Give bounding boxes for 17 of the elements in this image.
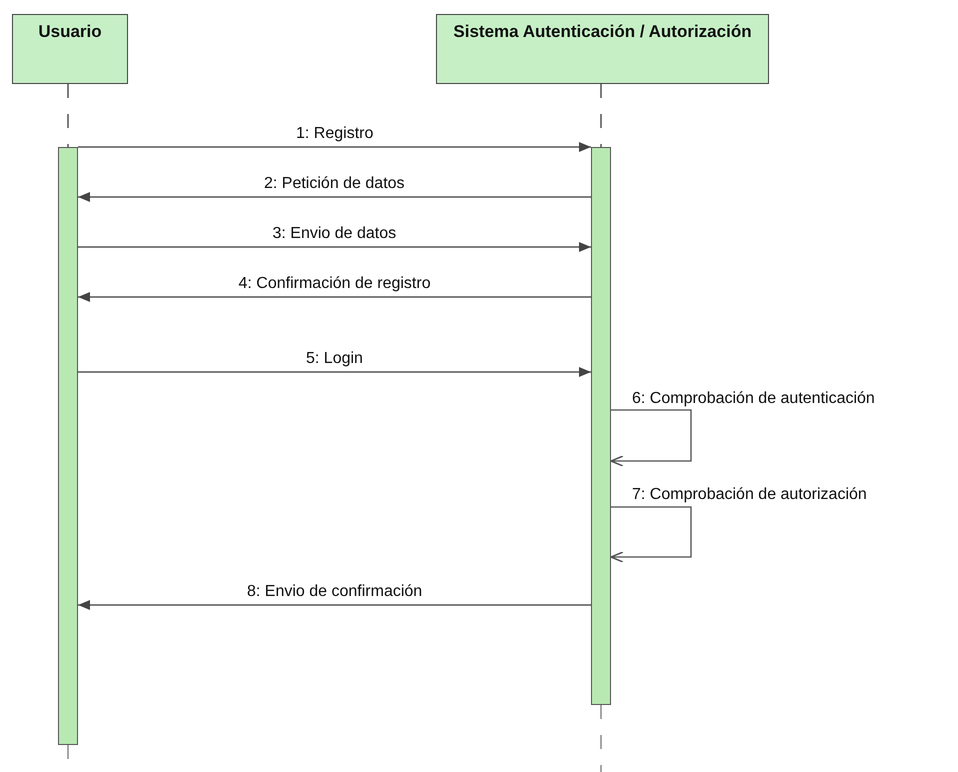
message-label: 1: Registro — [294, 125, 376, 143]
self-message-arrow — [610, 506, 692, 563]
message-arrow — [78, 142, 591, 152]
message-arrow — [78, 192, 591, 202]
activation-bar — [58, 147, 78, 745]
message-label: 7: Comprobación de autorización — [630, 486, 869, 504]
message-label: 5: Login — [304, 350, 365, 368]
lifeline-header: Sistema Autenticación / Autorización — [436, 14, 769, 84]
self-message-arrow — [610, 409, 692, 467]
message-arrow — [78, 292, 591, 302]
message-label: 6: Comprobación de autenticación — [630, 390, 877, 408]
message-arrow — [78, 242, 591, 252]
message-label: 4: Confirmación de registro — [236, 275, 433, 293]
message-arrow — [78, 600, 591, 610]
message-arrow — [78, 367, 591, 377]
lifeline-header: Usuario — [12, 14, 128, 84]
activation-bar — [591, 147, 611, 705]
